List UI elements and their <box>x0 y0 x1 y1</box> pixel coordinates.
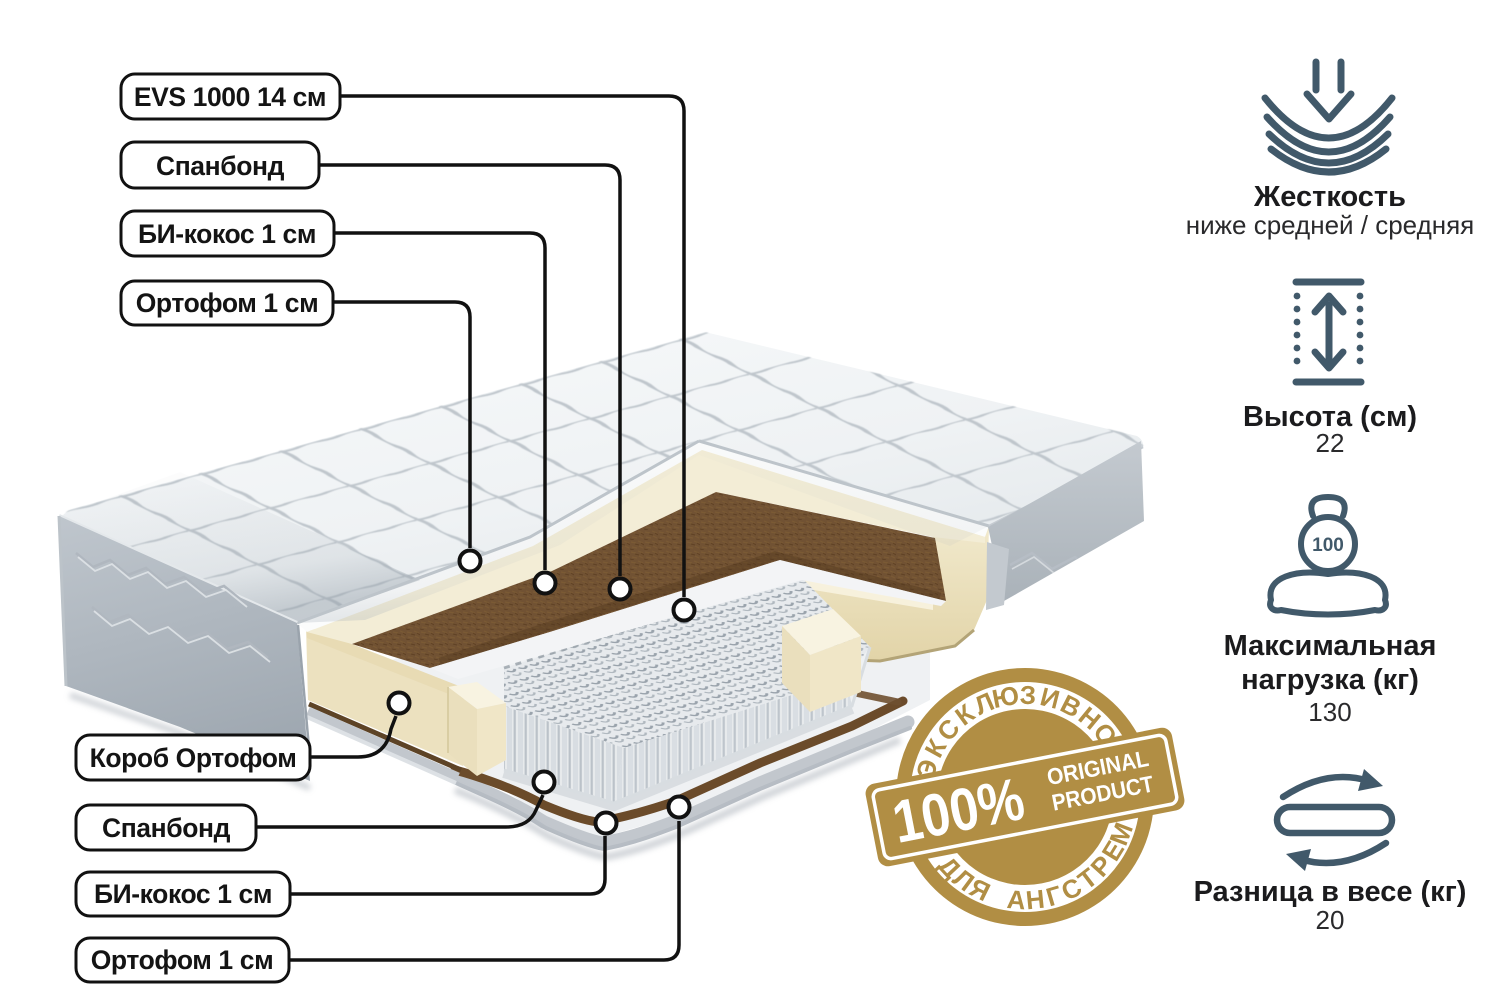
svg-text:ниже средней / средняя: ниже средней / средняя <box>1186 210 1475 240</box>
svg-text:100: 100 <box>1312 535 1344 556</box>
svg-text:EVS 1000 14 см: EVS 1000 14 см <box>134 82 326 112</box>
svg-text:Ортофом 1 см: Ортофом 1 см <box>91 945 274 975</box>
svg-text:нагрузка (кг): нагрузка (кг) <box>1241 664 1419 696</box>
svg-text:Ю: Ю <box>990 680 1022 715</box>
svg-text:Жесткость: Жесткость <box>1253 181 1406 213</box>
svg-text:Высота (см): Высота (см) <box>1243 401 1417 433</box>
svg-text:БИ-кокос 1 см: БИ-кокос 1 см <box>94 879 272 909</box>
svg-text:Спанбонд: Спанбонд <box>156 151 285 181</box>
svg-text:Спанбонд: Спанбонд <box>102 813 231 843</box>
svg-text:130: 130 <box>1308 697 1351 727</box>
svg-text:З: З <box>1019 680 1036 710</box>
svg-text:Разница в весе (кг): Разница в весе (кг) <box>1194 876 1467 908</box>
svg-text:Н: Н <box>1024 884 1046 916</box>
svg-text:Ортофом 1 см: Ортофом 1 см <box>136 288 319 318</box>
svg-text:22: 22 <box>1316 428 1345 458</box>
svg-text:А: А <box>1006 884 1027 915</box>
svg-text:БИ-кокос 1 см: БИ-кокос 1 см <box>138 219 316 249</box>
svg-text:20: 20 <box>1316 905 1345 935</box>
svg-text:Короб Ортофом: Короб Ортофом <box>90 743 297 773</box>
svg-text:Максимальная: Максимальная <box>1224 630 1437 662</box>
